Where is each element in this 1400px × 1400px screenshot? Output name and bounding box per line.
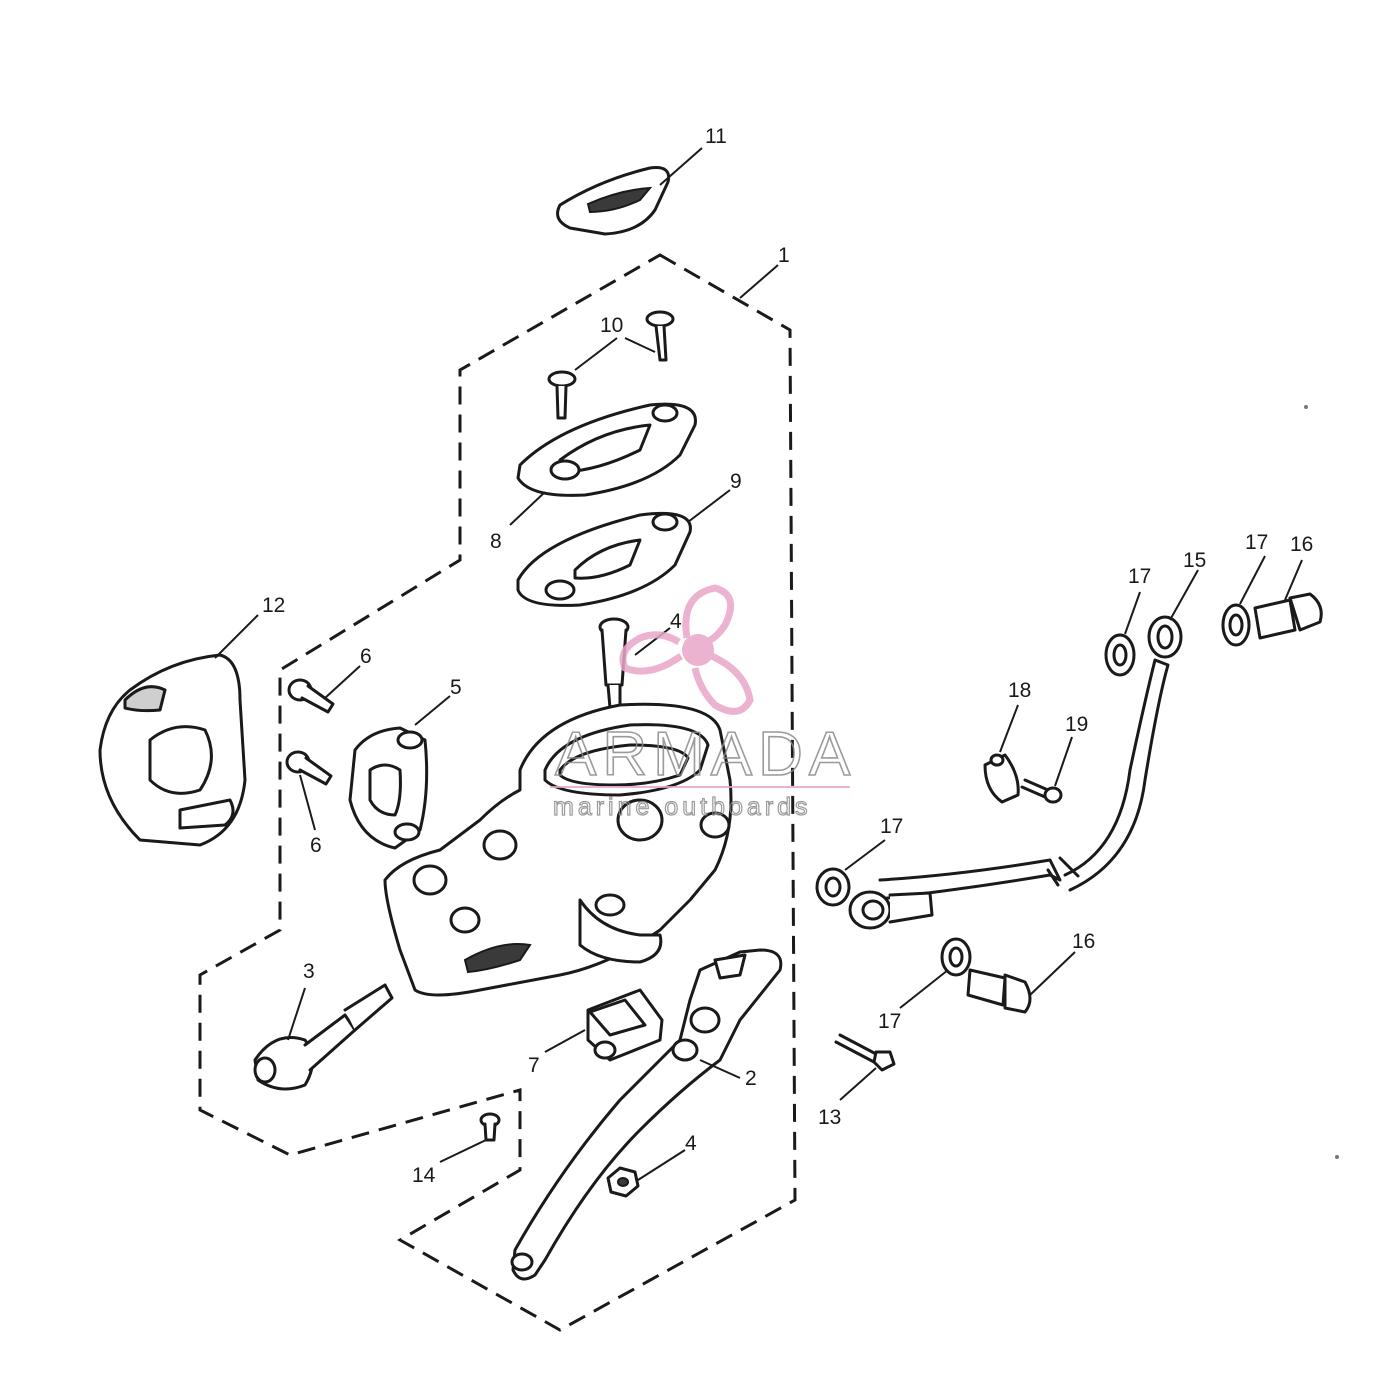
callout-17-c: 17 (880, 815, 903, 838)
part-10-cover-screw-right (645, 310, 675, 362)
callout-17-b: 17 (1245, 531, 1268, 554)
part-3-adjuster-screw (253, 983, 394, 1091)
part-14-screw (479, 1112, 501, 1142)
callout-4-lower: 4 (685, 1132, 697, 1155)
part-6-clamp-screw-lower (285, 750, 333, 786)
callout-2: 2 (745, 1067, 757, 1090)
callout-6-lower: 6 (310, 834, 322, 857)
part-9-diaphragm (516, 511, 692, 607)
part-4-lever-nut (606, 1166, 640, 1198)
propeller-icon (619, 584, 754, 715)
part-7-brake-switch (586, 988, 664, 1062)
callout-12: 12 (262, 594, 285, 617)
part-4-pivot-bolt (598, 617, 630, 710)
speck-dot (1335, 1155, 1339, 1159)
callout-17-d: 17 (878, 1010, 901, 1033)
part-12-handlebar-clamp (98, 653, 247, 847)
master-cylinder-body (383, 702, 733, 997)
part-17-washer-c (815, 867, 851, 907)
part-6-clamp-screw-upper (287, 678, 335, 714)
callout-13: 13 (818, 1106, 841, 1129)
callout-labels: 1 2 3 4 4 5 6 6 7 8 9 10 11 12 13 14 15 … (262, 125, 1313, 1187)
watermark-brand: ARMADA (555, 720, 856, 789)
part-2-brake-lever (510, 948, 783, 1281)
callout-9: 9 (730, 470, 742, 493)
part-15-brake-hose (848, 615, 1183, 930)
part-19-clip-screw (1020, 778, 1063, 804)
part-11-reservoir-cap (556, 166, 671, 236)
part-10-cover-screw-left (547, 370, 577, 420)
part-17-washer-b (1221, 603, 1251, 647)
part-5-clamp-half (348, 726, 429, 850)
callout-14: 14 (412, 1164, 436, 1187)
part-16-banjo-bolt-lower (966, 968, 1032, 1014)
assembly-boundary-dashed (198, 253, 797, 1332)
callout-5: 5 (450, 676, 462, 699)
callout-3: 3 (303, 960, 315, 983)
callout-7: 7 (528, 1054, 540, 1077)
callout-6-upper: 6 (360, 645, 372, 668)
part-16-banjo-bolt-upper (1253, 592, 1323, 640)
part-17-washer-d (940, 937, 972, 977)
callout-10: 10 (600, 314, 623, 337)
callout-16-lower: 16 (1072, 930, 1095, 953)
watermark-tagline: marine outboards (553, 793, 812, 821)
armada-watermark: ARMADA marine outboards (550, 584, 856, 822)
leader-lines (214, 147, 1303, 1181)
callout-18: 18 (1008, 679, 1031, 702)
callout-11: 11 (705, 125, 727, 148)
callout-1: 1 (778, 244, 790, 267)
callout-16-upper: 16 (1290, 533, 1313, 556)
callout-8: 8 (490, 530, 502, 553)
part-17-washer-a (1104, 633, 1136, 677)
callout-19: 19 (1065, 713, 1088, 736)
callout-17-a: 17 (1128, 565, 1151, 588)
part-18-hose-clip (983, 753, 1020, 804)
speck-dot (1304, 405, 1308, 409)
callout-15: 15 (1183, 549, 1206, 572)
part-8-cover-plate (516, 402, 697, 497)
part-13-bleed-screw (834, 1033, 896, 1072)
callout-4-upper: 4 (670, 610, 682, 633)
